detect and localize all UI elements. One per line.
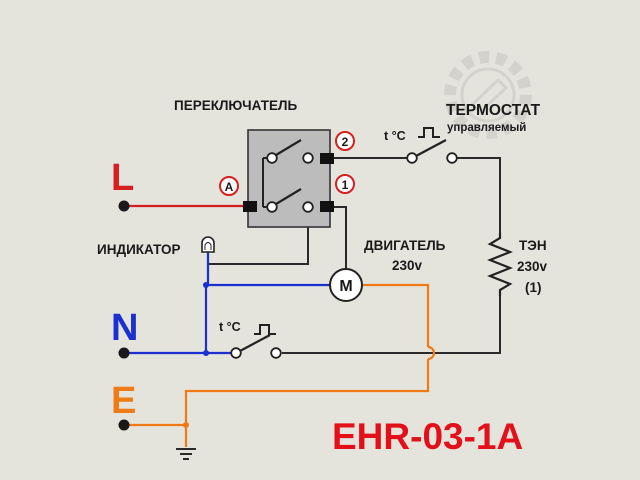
terminal-n-label: N <box>111 307 138 349</box>
terminal-l[interactable] <box>118 200 130 212</box>
thermostat-switch[interactable] <box>406 139 458 164</box>
thermostat-pulse-icon <box>418 127 440 138</box>
heater-label: ТЭН <box>519 238 547 253</box>
terminal-l-label: L <box>111 157 134 199</box>
lower-thermostat-pulse-icon <box>254 324 276 335</box>
switch-terminal-2: 2 <box>335 131 355 151</box>
indicator-label: ИНДИКАТОР <box>97 242 181 257</box>
lower-thermostat-temp-symbol: t °C <box>219 320 241 334</box>
neutral-wires <box>124 252 330 355</box>
watermark-gear-icon <box>444 51 532 139</box>
neutral-junction-upper <box>203 282 209 288</box>
neutral-junction-lower <box>203 350 209 356</box>
motor-symbol: M <box>339 278 352 295</box>
terminal-e[interactable] <box>118 419 130 431</box>
terminal-n[interactable] <box>118 347 130 359</box>
switch-terminal-2-label: 2 <box>342 135 349 149</box>
indicator-lamp-icon[interactable] <box>201 236 215 253</box>
switch-label: ПЕРЕКЛЮЧАТЕЛЬ <box>174 98 297 113</box>
ground-symbol-icon <box>176 448 196 460</box>
heater-resistor[interactable] <box>487 233 513 296</box>
earth-junction <box>183 422 189 428</box>
lower-thermostat-switch[interactable] <box>230 334 282 359</box>
motor-voltage: 230v <box>392 258 423 273</box>
switch-terminal-1-label: 1 <box>342 178 349 192</box>
switch-terminal-1: 1 <box>335 174 355 194</box>
switch-block[interactable] <box>243 129 334 228</box>
switch-terminal-a: A <box>219 176 239 196</box>
switch-terminal-a-label: A <box>225 180 234 194</box>
motor[interactable] <box>329 268 363 302</box>
thermostat-title: ТЕРМОСТАТ <box>446 102 541 119</box>
terminal-e-label: E <box>111 380 136 422</box>
motor-label: ДВИГАТЕЛЬ <box>364 238 446 253</box>
heater-voltage: 230v <box>517 259 548 274</box>
thermostat-temp-symbol: t °C <box>384 129 406 143</box>
thermostat-subtitle: управляемый <box>447 122 526 134</box>
heater-count: (1) <box>525 280 542 295</box>
model-label: EHR-03-1A <box>332 416 523 457</box>
